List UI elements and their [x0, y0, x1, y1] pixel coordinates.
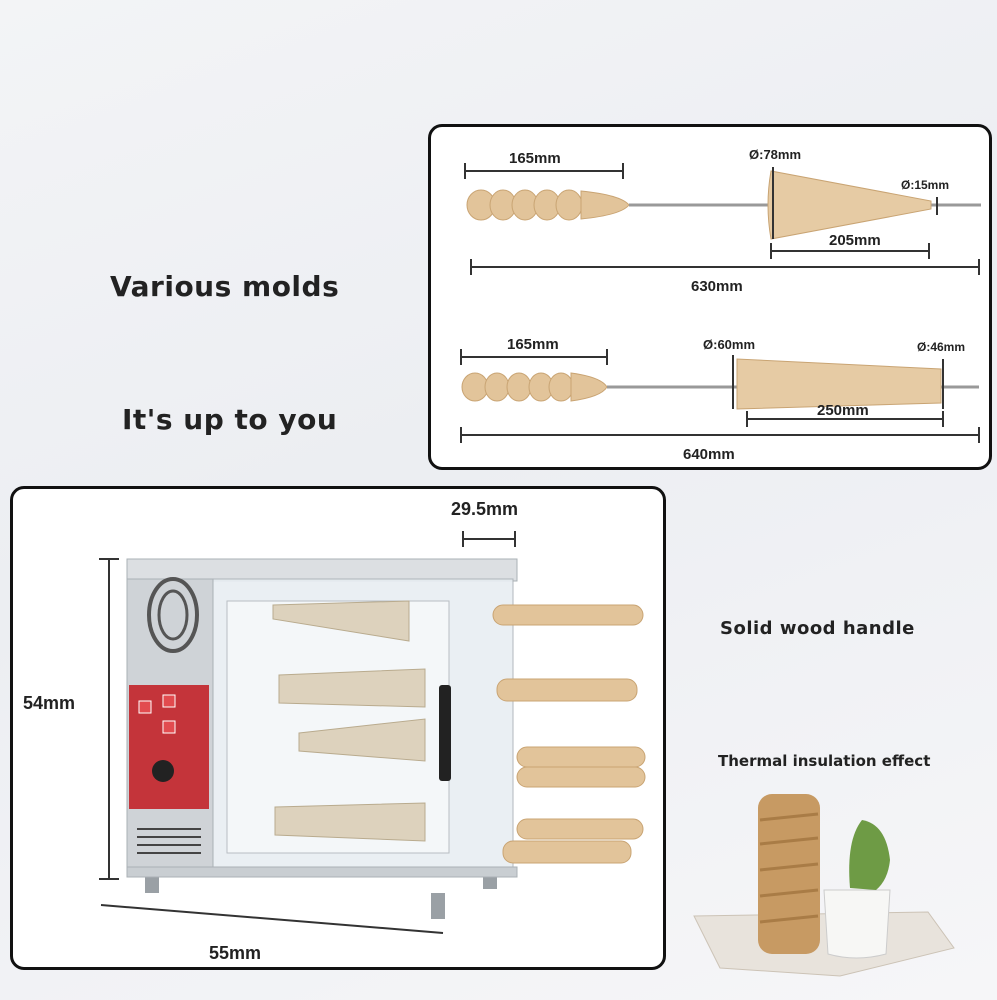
mold-a-total-length: 630mm	[691, 278, 743, 295]
molds-diagram: Ø:78mm Ø:15mm 165mm 205mm 630mm 165mm	[460, 147, 981, 463]
mold-b-cone	[736, 358, 942, 410]
mold-a-top-diameter: Ø:78mm	[749, 147, 801, 162]
mold-a-tip-diameter: Ø:15mm	[901, 178, 949, 192]
mold-a-cone	[767, 170, 932, 240]
molds-panel: Ø:78mm Ø:15mm 165mm 205mm 630mm 165mm	[428, 124, 992, 470]
mold-b-wood-handle	[461, 372, 608, 402]
chimney-cake-photo	[693, 794, 955, 977]
mold-a-handle-length: 165mm	[509, 150, 561, 167]
feature-solid-wood-handle: Solid wood handle	[720, 618, 915, 639]
machine-depth: 29.5mm	[451, 499, 518, 519]
machine-panel: 29.5mm 54mm 55mm	[10, 486, 666, 970]
feature-thermal-insulation: Thermal insulation effect	[718, 752, 931, 770]
headline-up-to-you: It's up to you	[122, 403, 338, 436]
fan-icon	[147, 577, 199, 653]
mold-b: 165mm Ø:60mm Ø:46mm 250mm 640mm	[460, 336, 980, 463]
serving-tray	[693, 911, 955, 977]
mold-b-cone-length: 250mm	[817, 402, 869, 419]
machine-height: 54mm	[23, 693, 75, 713]
mold-a-cone-length: 205mm	[829, 232, 881, 249]
cactus-plant	[849, 820, 890, 890]
headline-various-molds: Various molds	[110, 270, 340, 303]
mold-a: Ø:78mm Ø:15mm 165mm 205mm 630mm	[464, 147, 981, 295]
cup	[823, 889, 891, 959]
machine-width: 55mm	[209, 943, 261, 963]
temperature-knob[interactable]	[152, 760, 174, 782]
mold-b-total-length: 640mm	[683, 446, 735, 463]
mold-b-handle-length: 165mm	[507, 336, 559, 353]
oven-machine	[126, 558, 646, 919]
mold-b-top-diameter: Ø:60mm	[703, 337, 755, 352]
machine-diagram: 29.5mm 54mm 55mm	[23, 499, 646, 963]
mold-a-wood-handle	[466, 189, 630, 221]
door-handle[interactable]	[439, 685, 451, 781]
chimney-cake	[758, 794, 820, 954]
mold-b-tip-diameter: Ø:46mm	[917, 340, 965, 354]
